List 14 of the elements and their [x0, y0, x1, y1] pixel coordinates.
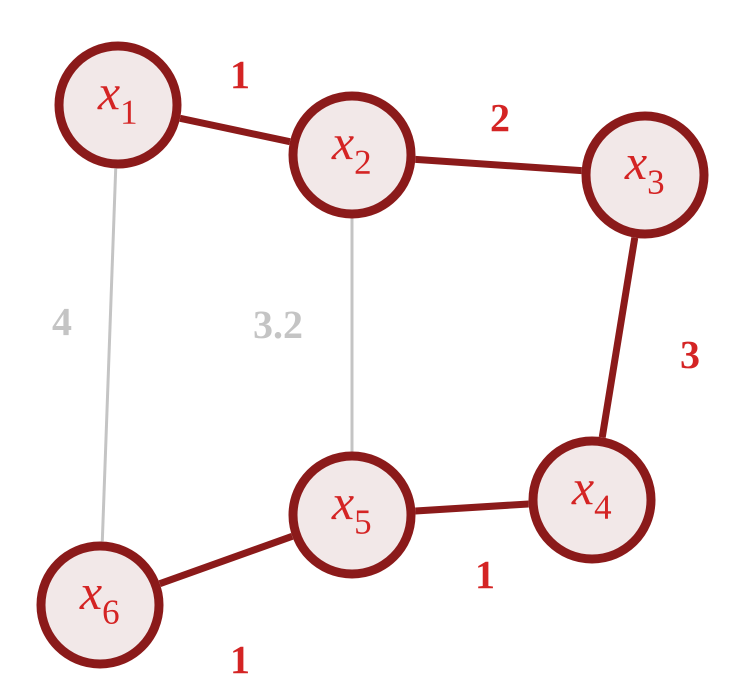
- edge-label: 1: [474, 560, 496, 590]
- edge-label: 1: [229, 60, 251, 90]
- edge-label: 3: [679, 340, 701, 370]
- edge-line: [598, 237, 638, 438]
- edge-line: [415, 156, 582, 174]
- edge-line: [350, 218, 354, 452]
- edge-label: 3.2: [252, 310, 304, 340]
- edge-line: [158, 533, 294, 587]
- edge-line: [415, 500, 529, 515]
- edge-line: [179, 114, 291, 146]
- edge-label: 2: [489, 104, 511, 132]
- edge-label: 4: [51, 308, 73, 336]
- edge-line: [100, 168, 118, 542]
- edge-label: 1: [229, 646, 251, 674]
